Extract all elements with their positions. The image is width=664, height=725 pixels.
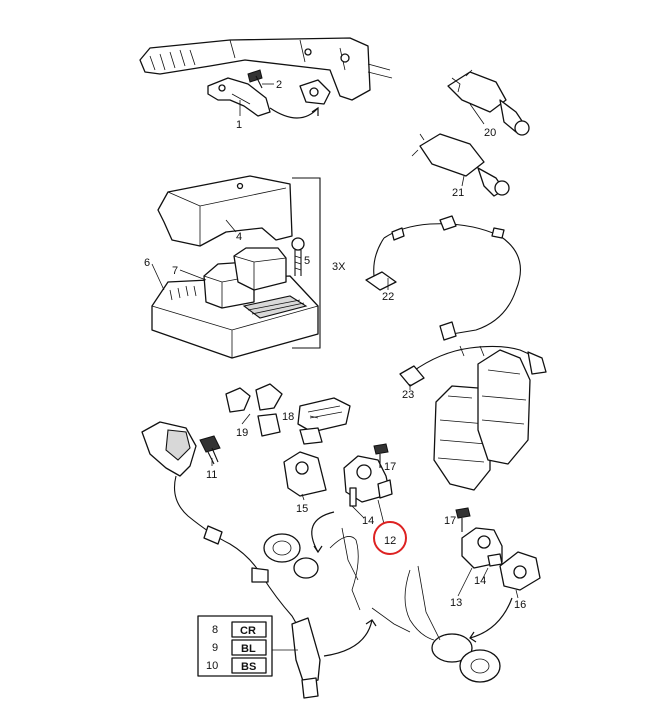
- group-bracket-3x: [292, 177, 321, 349]
- callout-18: 18: [282, 411, 294, 423]
- assembly-arrow-1: [269, 107, 319, 119]
- handbrake-switch-part-1: [207, 77, 271, 117]
- sensor-cable-part-22: [365, 215, 521, 341]
- abs-sensor: [141, 421, 321, 699]
- callout-19: 19: [236, 427, 248, 439]
- callout-3x: 3X: [332, 261, 346, 273]
- legend-num-10: 10: [206, 660, 218, 672]
- callout-1: 1: [236, 119, 242, 131]
- callout-7: 7: [172, 265, 178, 277]
- assembly-arrow-2: [311, 511, 335, 553]
- cable-code-legend: 8 9 10 CR BL BS: [197, 615, 273, 677]
- callout-14-lower: 14: [474, 575, 486, 587]
- control-unit-base-part-6: [151, 275, 319, 359]
- clip-part-19: [225, 383, 283, 437]
- callout-14-upper: 14: [362, 515, 374, 527]
- callout-2: 2: [276, 79, 282, 91]
- callout-13: 13: [450, 597, 462, 609]
- rear-hub: [371, 565, 501, 683]
- screw-part-2: [247, 69, 263, 89]
- assembly-arrow-3: [469, 597, 513, 639]
- legend-num-8: 8: [212, 624, 218, 636]
- relay-part-7: [203, 247, 287, 309]
- callout-6: 6: [144, 257, 150, 269]
- brake-light-switch-part-20: [447, 69, 530, 136]
- assembly-arrow-4: [323, 619, 373, 657]
- callout-4: 4: [236, 231, 242, 243]
- pin-part-14-upper: [349, 487, 357, 507]
- callout-23: 23: [402, 389, 414, 401]
- screw-part-5: [291, 237, 305, 276]
- callout-12: 12: [384, 535, 396, 547]
- switch-part-21: [411, 133, 510, 197]
- bracket-part-16: [499, 551, 541, 591]
- bolt-part-17-upper: [373, 443, 389, 468]
- callout-17-lower: 17: [444, 515, 456, 527]
- control-unit-cover-part-4: [157, 175, 293, 247]
- brake-pads: [433, 349, 531, 491]
- callout-21: 21: [452, 187, 464, 199]
- callout-17-upper: 17: [384, 461, 396, 473]
- highlight-circle-12: [373, 521, 407, 555]
- callout-15: 15: [296, 503, 308, 515]
- legend-num-9: 9: [212, 642, 218, 654]
- legend-code-bl: BL: [241, 643, 256, 655]
- bolt-part-17-lower: [455, 507, 471, 532]
- callout-11: 11: [206, 469, 217, 481]
- handbrake-lever: [139, 37, 393, 105]
- legend-code-cr: CR: [240, 625, 256, 637]
- callout-5: 5: [304, 255, 310, 267]
- leader-lines: [151, 83, 519, 667]
- bracket-part-15: [283, 451, 327, 497]
- callout-22: 22: [382, 291, 394, 303]
- bolt-part-11: [199, 435, 221, 465]
- bracket-part-13: [461, 527, 503, 569]
- legend-code-bs: BS: [241, 661, 256, 673]
- callout-20: 20: [484, 127, 496, 139]
- clip-part-18: [297, 397, 351, 445]
- front-hub: [263, 527, 361, 611]
- callout-16: 16: [514, 599, 526, 611]
- wear-sensor-cable-part-23: [399, 345, 547, 387]
